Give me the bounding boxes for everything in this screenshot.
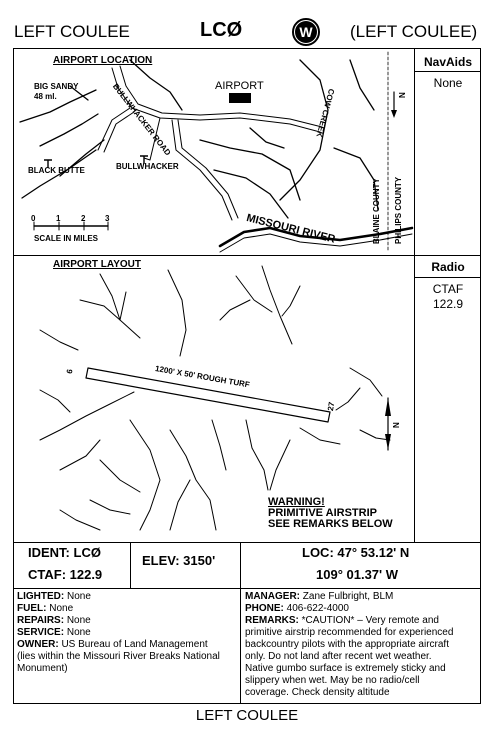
navaids-heading: NavAids [423, 55, 473, 69]
detail-right-line: REMARKS: *CAUTION* – Very remote and [245, 615, 477, 627]
detail-right-label: PHONE: [245, 603, 284, 614]
warning-line-2: PRIMITIVE AIRSTRIP [268, 507, 377, 519]
detail-left-line: FUEL: None [17, 603, 237, 615]
airport-name-right: (LEFT COULEE) [350, 22, 478, 41]
detail-left-value: None [64, 615, 91, 626]
scale-tick-1: 1 [56, 214, 61, 223]
label-big-sandy: BIG SANDY [34, 82, 79, 91]
ident-value: IDENT: LCØ [28, 545, 101, 560]
footer-name: LEFT COULEE [195, 707, 299, 724]
scale-caption: SCALE IN MILES [34, 234, 99, 243]
detail-right-value: primitive airstrip recommended for exper… [245, 627, 454, 638]
radio-heading: Radio [431, 260, 465, 274]
detail-left-label: SERVICE: [17, 627, 65, 638]
info-col-divider-2 [240, 542, 241, 704]
chart-frame [13, 48, 481, 704]
detail-right-label: MANAGER: [245, 591, 300, 602]
location-longitude: 109° 01.37' W [316, 567, 399, 582]
label-big-sandy-distance: 48 ml. [34, 92, 57, 101]
runway-end-27: 27 [326, 401, 337, 412]
detail-right-value: only. Do not land after recent wet weath… [245, 651, 432, 662]
radio-line-1: CTAF [432, 282, 464, 296]
detail-right-line: backcountry pilots with the appropriate … [245, 639, 477, 651]
location-latitude: LOC: 47° 53.12' N [302, 545, 410, 560]
location-map-title: AIRPORT LOCATION [53, 55, 153, 66]
detail-right-value: backcountry pilots with the appropriate … [245, 639, 449, 650]
detail-right-line: primitive airstrip recommended for exper… [245, 627, 477, 639]
label-blaine-county: BLAINE COUNTY [372, 178, 381, 244]
detail-right-value: slippery when wet. May be no radio/cell [245, 675, 420, 686]
detail-right-line: MANAGER: Zane Fulbright, BLM [245, 591, 477, 603]
navaids-rule [414, 71, 481, 72]
detail-right-line: Native gumbo surface is extremely sticky… [245, 663, 477, 675]
info-divider-bottom [13, 588, 481, 589]
detail-right-line: PHONE: 406-622-4000 [245, 603, 477, 615]
detail-left-label: OWNER: [17, 639, 59, 650]
section-divider [13, 255, 481, 256]
airport-identifier: LCØ [200, 19, 243, 41]
airport-name-left: LEFT COULEE [14, 22, 130, 41]
detail-left-label: REPAIRS: [17, 615, 65, 626]
layout-map-title: AIRPORT LAYOUT [53, 259, 141, 270]
detail-right-value: 406-622-4000 [283, 603, 349, 614]
region-badge-letter: W [295, 21, 317, 43]
detail-right-value: Native gumbo surface is extremely sticky… [245, 663, 446, 674]
detail-left-value: Monument) [17, 663, 68, 674]
detail-left-label: LIGHTED: [17, 591, 65, 602]
location-north-label: N [398, 92, 407, 98]
detail-right-value: coverage. Check density altitude [245, 687, 390, 698]
detail-right-label: REMARKS: [245, 615, 299, 626]
detail-left-value: None [64, 627, 91, 638]
navaids-value: None [433, 76, 463, 90]
detail-right-value: Zane Fulbright, BLM [300, 591, 394, 602]
layout-north-label: N [392, 422, 401, 428]
scale-tick-2: 2 [81, 214, 86, 223]
scale-tick-3: 3 [105, 214, 110, 223]
detail-left-value: (lies within the Missouri River Breaks N… [17, 651, 220, 662]
label-airport: AIRPORT [215, 80, 264, 92]
detail-left-line: OWNER: US Bureau of Land Management [17, 639, 237, 651]
info-divider-top [13, 542, 481, 543]
detail-right-value: *CAUTION* – Very remote and [298, 615, 439, 626]
detail-right-line: slippery when wet. May be no radio/cell [245, 675, 477, 687]
radio-line-2: 122.9 [432, 297, 464, 311]
label-bullwhacker: BULLWHACKER [116, 162, 179, 171]
detail-left-line: (lies within the Missouri River Breaks N… [17, 651, 237, 663]
detail-left-value: US Bureau of Land Management [58, 639, 208, 650]
scale-tick-0: 0 [31, 214, 36, 223]
detail-left-line: REPAIRS: None [17, 615, 237, 627]
warning-line-3: SEE REMARKS BELOW [268, 518, 393, 530]
region-badge-icon: W [292, 18, 320, 46]
radio-rule [414, 277, 481, 278]
detail-left-line: LIGHTED: None [17, 591, 237, 603]
ctaf-value: CTAF: 122.9 [28, 567, 103, 582]
sidebar-divider [414, 48, 415, 542]
info-col-divider-1 [130, 542, 131, 588]
detail-left-value: None [46, 603, 74, 614]
elevation-value: ELEV: 3150' [142, 553, 216, 568]
detail-left-value: None [64, 591, 91, 602]
detail-left-label: FUEL: [17, 603, 47, 614]
detail-left-line: SERVICE: None [17, 627, 237, 639]
label-black-butte: BLACK BUTTE [28, 166, 85, 175]
detail-right-line: only. Do not land after recent wet weath… [245, 651, 477, 663]
label-philips-county: PHILIPS COUNTY [394, 176, 403, 244]
detail-right-line: coverage. Check density altitude [245, 687, 477, 699]
detail-left-line: Monument) [17, 663, 237, 675]
warning-note: WARNING! PRIMITIVE AIRSTRIP SEE REMARKS … [268, 497, 393, 530]
warning-line-1: WARNING! [268, 496, 325, 508]
